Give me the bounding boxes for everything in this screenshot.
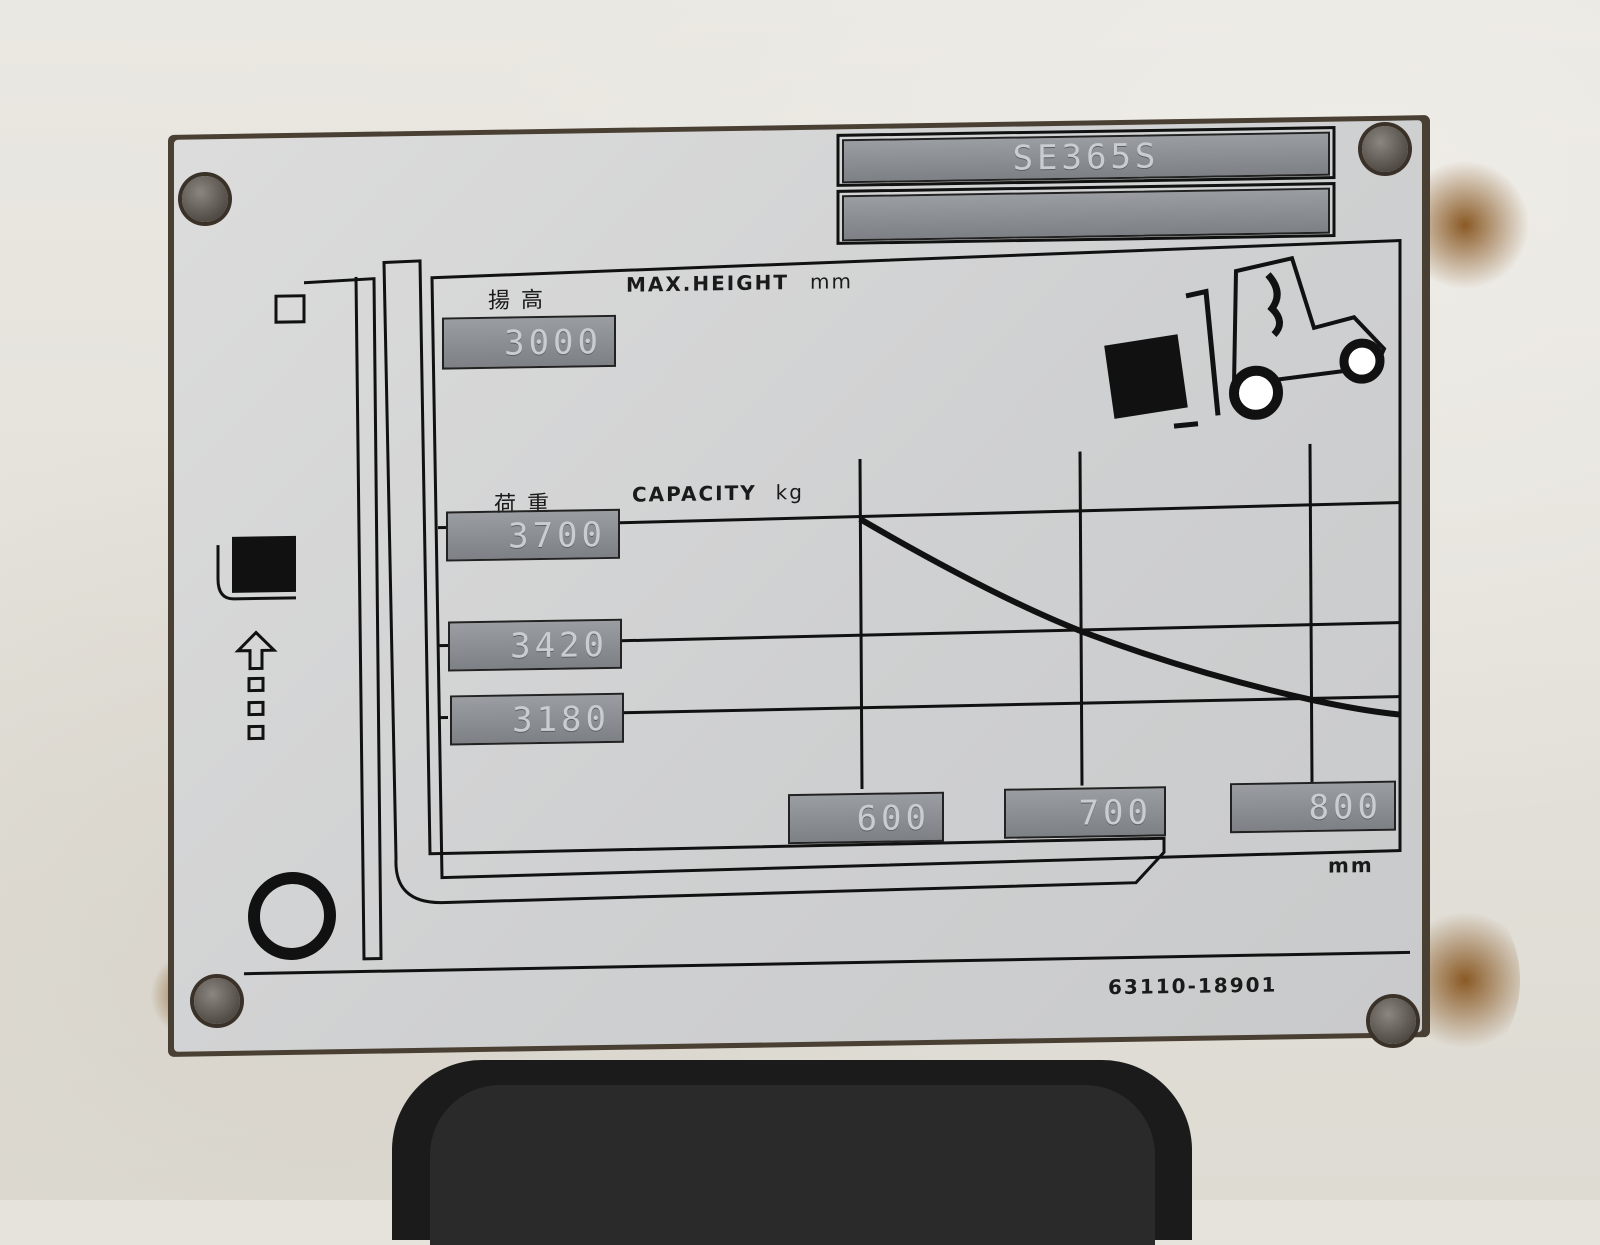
- handle-grip-inner: [430, 1085, 1155, 1245]
- load-center-value-2: 700: [1078, 792, 1152, 834]
- load-box-icon: [216, 535, 296, 601]
- mast-top-tab: [274, 294, 306, 324]
- forklift-icon: [1104, 255, 1387, 429]
- bolt-icon: [182, 176, 228, 222]
- capacity-label: CAPACITY kg: [632, 480, 804, 507]
- max-height-jp-label: 揚 高: [488, 287, 545, 314]
- fork-outline: [382, 259, 1166, 905]
- load-center-line-3: [1308, 443, 1314, 782]
- bolt-icon: [194, 978, 240, 1024]
- plate-graphics: [216, 126, 1411, 976]
- bolt-icon: [1362, 126, 1408, 172]
- load-center-field-1: 600: [788, 791, 944, 845]
- up-arrow-icon: [234, 630, 278, 741]
- capacity-field-1: 3700: [446, 508, 620, 562]
- capacity-line-1: [619, 501, 1401, 525]
- load-center-field-3: 800: [1230, 780, 1396, 834]
- capacity-curve: [858, 516, 1401, 718]
- bolt-icon: [1370, 998, 1416, 1044]
- serial-field: [842, 187, 1330, 242]
- mast-outline: [303, 276, 383, 961]
- load-center-value-1: 600: [856, 797, 930, 840]
- wheel-icon: [248, 871, 336, 960]
- capacity-field-2: 3420: [448, 618, 622, 672]
- load-center-unit: mm: [1328, 852, 1374, 878]
- bottom-rule: [243, 950, 1411, 976]
- model-code-field: SE365S: [842, 131, 1330, 184]
- serial-field-outline: [836, 182, 1336, 245]
- model-code-text: SE365S: [1012, 136, 1160, 179]
- load-center-value-3: 800: [1308, 786, 1382, 828]
- capacity-line-2: [619, 621, 1401, 643]
- max-height-field: 3000: [442, 314, 616, 370]
- capacity-line-3: [619, 695, 1401, 715]
- capacity-unit: kg: [775, 479, 804, 505]
- max-height-text: MAX.HEIGHT: [626, 270, 790, 297]
- max-height-label: MAX.HEIGHT mm: [626, 269, 853, 297]
- load-center-line-2: [1078, 451, 1084, 786]
- load-center-field-2: 700: [1004, 786, 1166, 839]
- capacity-text: CAPACITY: [632, 480, 757, 507]
- capacity-plate: SE365S 揚 高 MAX.HEIGHT mm 3000 荷 重 CAPACI…: [174, 120, 1422, 1052]
- model-field-outline: [836, 126, 1336, 187]
- max-height-value: 3000: [504, 322, 602, 364]
- capacity-value-1: 3700: [508, 515, 606, 557]
- capacity-value-2: 3420: [510, 624, 608, 667]
- max-height-unit: mm: [810, 269, 853, 294]
- capacity-value-3: 3180: [512, 698, 610, 741]
- chart-frame: [430, 238, 1402, 880]
- part-number: 63110-18901: [1108, 972, 1278, 1000]
- capacity-field-3: 3180: [450, 692, 624, 746]
- load-center-line-1: [858, 458, 864, 790]
